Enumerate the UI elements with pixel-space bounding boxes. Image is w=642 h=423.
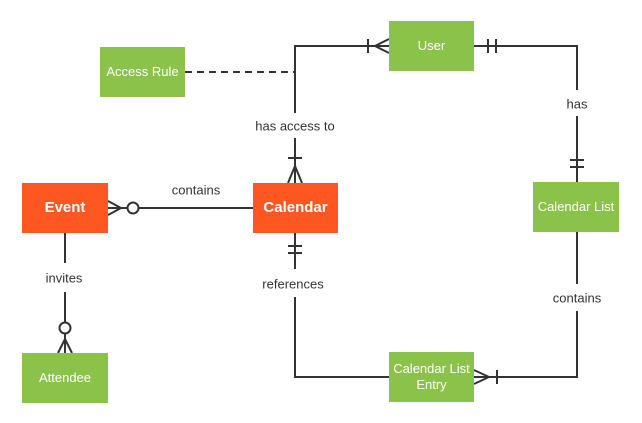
entity-attendee-label: Attendee [38,369,92,385]
entity-attendee[interactable]: Attendee [22,353,108,403]
relationship-label-has-access-to: has access to [255,118,335,134]
zero-circle-icon [58,321,72,335]
crow-foot-icon [374,38,390,54]
entity-event[interactable]: Event [22,183,108,233]
crow-foot-icon [287,165,303,184]
entity-access-rule[interactable]: Access Rule [100,47,185,97]
entity-access-rule-label: Access Rule [106,63,179,79]
connector-calendar-references [288,233,389,378]
connector-event-calendar [107,200,253,216]
connector-user-calendar-list [474,39,584,182]
crow-foot-icon [107,200,122,216]
relationship-label-has: has [566,96,588,112]
entity-calendar-list-entry-label: Calendar List Entry [393,360,470,392]
relationship-label-contains-right: contains [552,290,602,306]
connector-calendar-user [287,38,390,184]
crow-foot-icon [473,369,490,385]
entity-user[interactable]: User [389,21,474,71]
relationship-label-invites: invites [45,270,83,286]
zero-circle-icon [126,201,140,215]
entity-user-label: User [417,37,446,53]
relationship-line [294,297,389,378]
relationship-line [294,45,389,113]
relationship-line [474,45,578,90]
connector-calendar-list-entry [473,232,578,385]
entity-calendar-list-entry[interactable]: Calendar List Entry [389,352,474,402]
relationship-line [474,311,578,378]
entity-event-label: Event [44,198,86,216]
entity-calendar-list[interactable]: Calendar List [533,182,619,232]
relationship-label-references: references [262,276,324,292]
relationship-label-contains: contains [171,182,221,198]
crow-foot-icon [57,338,73,354]
entity-calendar[interactable]: Calendar [253,183,338,233]
entity-calendar-label: Calendar [263,198,328,216]
entity-calendar-list-label: Calendar List [537,198,615,214]
connector-event-attendee [57,233,73,354]
